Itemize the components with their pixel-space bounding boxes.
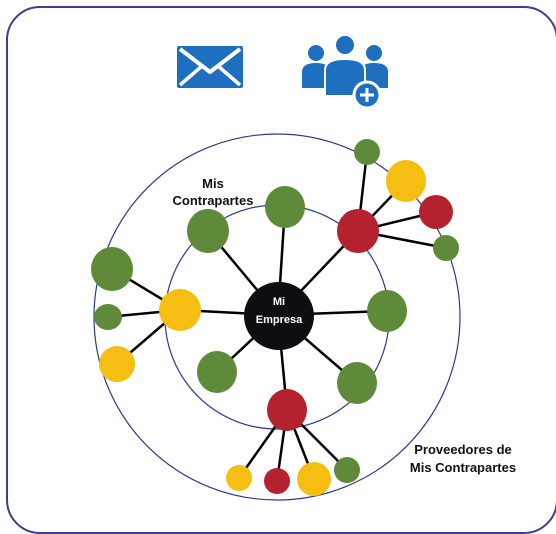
node-yellow	[159, 289, 201, 331]
node-yellow	[99, 346, 135, 382]
suppliers-label-line2: Mis Contrapartes	[410, 460, 516, 475]
center-label-line2: Empresa	[256, 314, 303, 326]
envelope-icon[interactable]	[177, 46, 243, 88]
node-green	[337, 362, 377, 404]
counterparts-label-line2: Contrapartes	[173, 193, 254, 208]
nodes	[91, 139, 459, 496]
node-green	[91, 247, 133, 291]
node-green	[367, 290, 407, 332]
center-node	[244, 282, 314, 350]
node-red	[267, 389, 307, 431]
node-green	[187, 209, 229, 253]
node-red	[264, 468, 290, 494]
counterparts-label-line1: Mis	[202, 176, 224, 191]
node-green	[433, 235, 459, 261]
add-user-group-icon[interactable]	[302, 34, 388, 110]
node-red	[419, 195, 453, 229]
node-green	[354, 139, 380, 165]
node-green	[265, 186, 305, 228]
node-yellow	[386, 160, 426, 202]
suppliers-label-line1: Proveedores de	[414, 442, 512, 457]
node-green	[334, 457, 360, 483]
center-label-line1: Mi	[273, 296, 285, 308]
node-yellow	[297, 462, 331, 496]
node-green	[197, 351, 237, 393]
node-red	[337, 209, 379, 253]
node-yellow	[226, 465, 252, 491]
node-green	[94, 304, 122, 330]
